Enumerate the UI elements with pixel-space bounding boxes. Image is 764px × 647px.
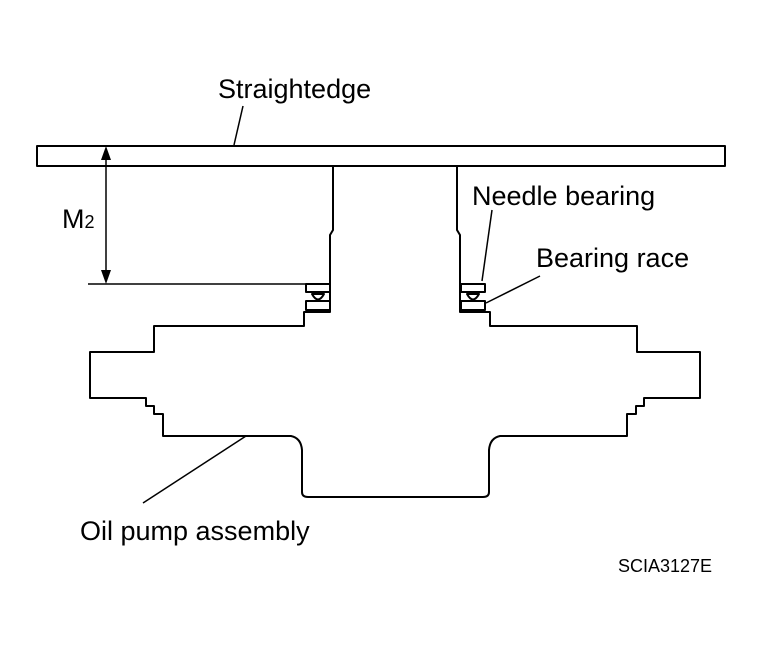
dimension-arrow-bottom: [101, 270, 111, 284]
straightedge-leader: [233, 105, 244, 146]
needle-roller-left: [311, 293, 325, 301]
oil-pump-leader: [142, 435, 247, 504]
needle-bearing-right: [460, 283, 486, 293]
bearing-race-right: [460, 300, 486, 311]
oil-pump-label: Oil pump assembly: [80, 516, 310, 546]
needle-roller-right: [466, 293, 480, 301]
needle-bearing-left: [305, 283, 331, 293]
figure-code-label: SCIA3127E: [618, 556, 712, 576]
dimension-arrow-top: [101, 146, 111, 160]
dimension-label-subscript: 2: [85, 212, 95, 232]
straightedge-bar: [36, 145, 726, 167]
bearing-race-leader: [485, 275, 541, 304]
bearing-race-left: [305, 300, 331, 311]
oil-pump-body: [89, 165, 701, 498]
dimension-label: M2: [62, 204, 95, 234]
bearing-race-label: Bearing race: [536, 243, 689, 273]
needle-bearing-leader: [481, 209, 493, 282]
needle-bearing-label: Needle bearing: [472, 181, 655, 211]
straightedge-label: Straightedge: [218, 74, 371, 104]
dimension-label-main: M: [62, 204, 85, 234]
